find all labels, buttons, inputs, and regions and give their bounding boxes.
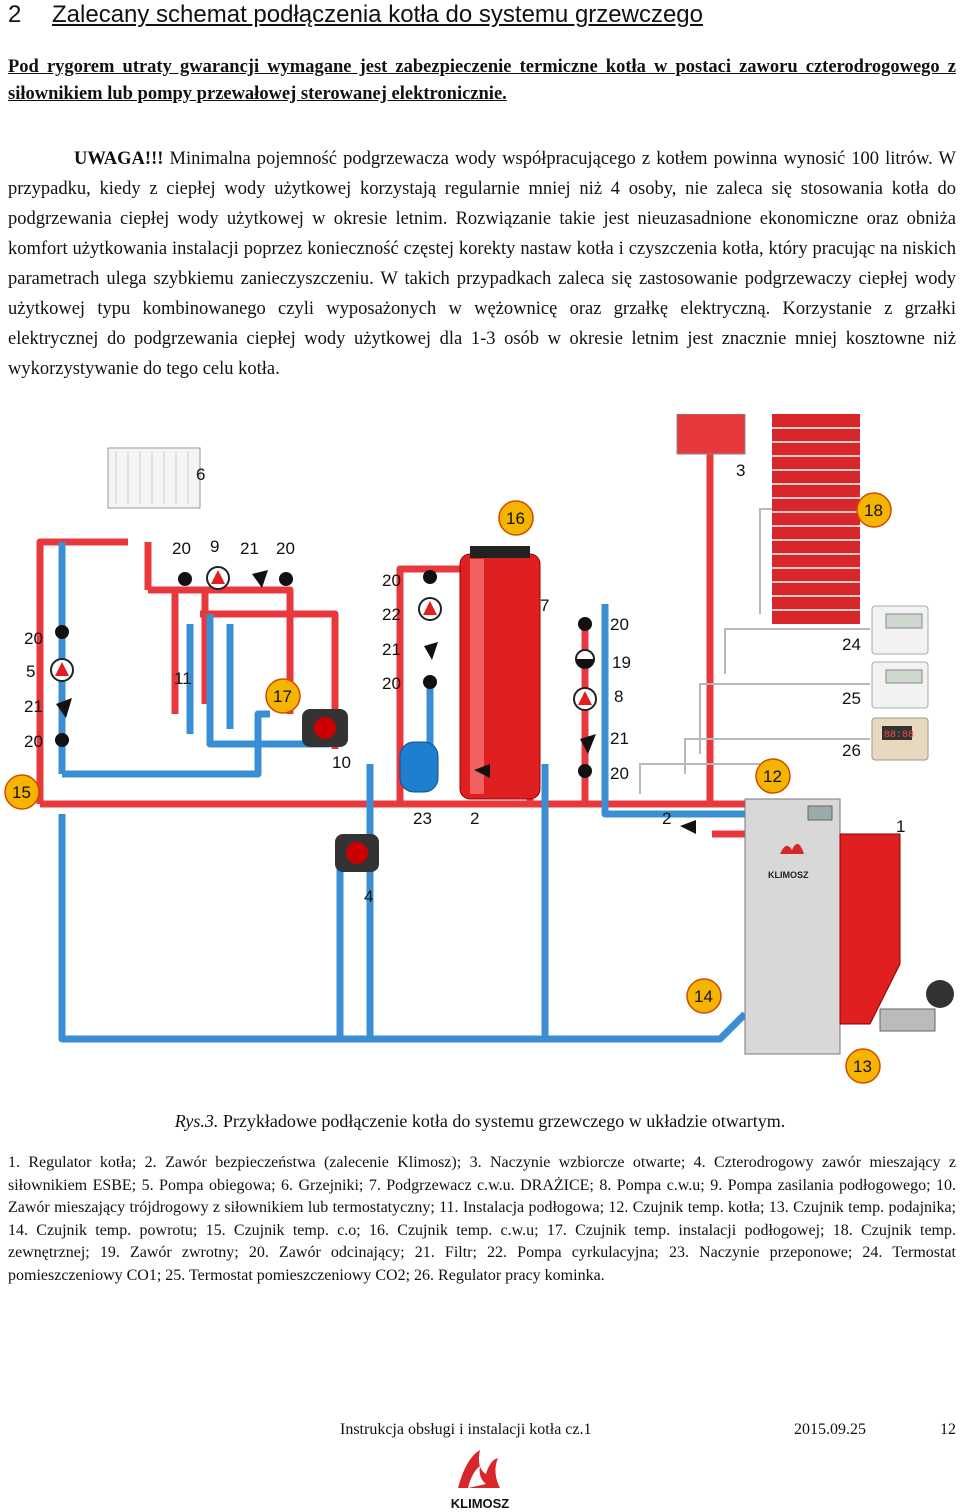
page-number: 12 [940,1421,956,1438]
brick-chimney [772,414,860,624]
label-17: 17 [273,687,292,706]
pump-icon [50,566,597,711]
shutoff-valve-icon [55,570,592,778]
label-2-b: 2 [662,809,671,828]
label-26: 26 [842,741,861,760]
label-19: 19 [612,653,631,672]
warranty-text: Pod rygorem utraty gwarancji wymagane je… [8,57,956,104]
diagram-labels: 6 3 16 18 20 9 21 20 20 22 21 20 7 20 19… [12,461,905,1076]
thin-wire [639,508,870,794]
section-heading: 2 Zalecany schemat podłączenia kotła do s… [8,0,952,30]
fireplace-regulator: 88:88 [871,717,929,761]
label-11: 11 [174,669,192,688]
warning-text: Minimalna pojemność podgrzewacza wody ws… [8,149,956,379]
label-20-h: 20 [24,732,43,751]
label-20-c: 20 [382,571,401,590]
label-13: 13 [853,1057,872,1076]
figure-caption-text: Przykładowe podłączenie kotła do systemu… [218,1111,786,1131]
label-14: 14 [694,987,713,1006]
heating-system-diagram: 88:88 KLIMOSZ 6 3 16 18 20 9 21 20 20 22… [4,414,954,1084]
label-12: 12 [763,767,782,786]
check-valve-icon [575,649,595,669]
label-25: 25 [842,689,861,708]
label-4: 4 [364,887,373,906]
label-18: 18 [864,501,883,520]
label-16: 16 [506,509,525,528]
label-20-e: 20 [610,615,629,634]
label-20-a: 20 [172,539,191,558]
label-20-b: 20 [276,539,295,558]
boiler-unit: KLIMOSZ [744,798,954,1055]
mixing-valve-actuator [302,709,379,872]
warranty-notice: Pod rygorem utraty gwarancji wymagane je… [8,54,956,108]
boiler-brand: KLIMOSZ [768,870,809,880]
warning-prefix: UWAGA!!! [74,149,164,169]
hot-water-cylinder [459,546,541,800]
figure-number: Rys.3. [174,1111,219,1131]
section-title: Zalecany schemat podłączenia kotła do sy… [52,1,703,28]
label-21-a: 21 [240,539,259,558]
room-thermostat-co2 [871,661,929,709]
label-24: 24 [842,635,861,654]
label-3: 3 [736,461,745,480]
page-footer: Instrukcja obsługi i instalacji kotła cz… [0,1418,960,1442]
sensor-badge [4,492,892,1084]
label-15: 15 [12,783,31,802]
filter-icon [56,570,596,754]
regulator-display: 88:88 [884,730,914,741]
figure-caption: Rys.3. Przykładowe podłączenie kotła do … [0,1108,960,1134]
diaphragm-vessel [399,741,439,793]
label-6: 6 [196,465,205,484]
label-21-d: 21 [24,697,43,716]
label-1: 1 [896,817,905,836]
klimosz-logo: KLIMOSZ [451,1450,510,1511]
safety-valve-icon [474,764,696,834]
room-thermostat-co1 [871,605,929,655]
label-5: 5 [26,662,35,681]
label-20-d: 20 [382,674,401,693]
label-20-f: 20 [610,764,629,783]
component-legend: 1. Regulator kotła; 2. Zawór bezpieczeńs… [8,1154,956,1284]
warning-paragraph: UWAGA!!! Minimalna pojemność podgrzewacz… [8,144,956,384]
label-10: 10 [332,753,351,772]
label-9: 9 [210,537,219,556]
footer-date: 2015.09.25 [794,1421,866,1438]
label-20-g: 20 [24,629,43,648]
label-23: 23 [413,809,432,828]
open-expansion-tank [676,414,746,455]
radiator-icon [107,447,201,509]
section-number: 2 [8,1,22,28]
label-21-c: 21 [610,729,629,748]
label-8: 8 [614,687,623,706]
label-22: 22 [382,605,401,624]
label-21-b: 21 [382,640,401,659]
logo-text: KLIMOSZ [451,1496,510,1511]
label-2-a: 2 [470,809,479,828]
label-7: 7 [540,596,549,615]
footer-title: Instrukcja obsługi i instalacji kotła cz… [340,1421,592,1438]
